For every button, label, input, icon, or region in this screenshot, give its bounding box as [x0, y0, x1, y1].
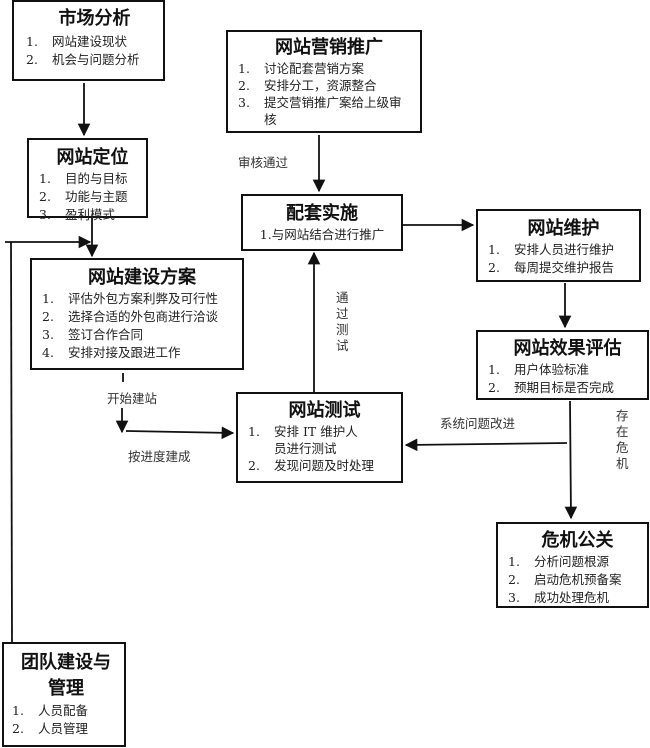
list-item: 3.提交营销推广案给上级审核: [238, 95, 402, 127]
box-list: 1.目的与目标 2.功能与主题 3.盈利模式: [39, 170, 146, 224]
list-item: 3.盈利模式: [39, 207, 116, 222]
box-title: 网站建设方案: [88, 267, 196, 288]
list-item: 1.人员配备: [12, 703, 89, 718]
list-item: 1.讨论配套营销方案: [238, 61, 365, 76]
box-list: 1.讨论配套营销方案 2.安排分工，资源整合 3.提交营销推广案给上级审核: [238, 60, 420, 128]
box-list: 1.用户体验标准 2.预期目标是否完成: [488, 361, 647, 397]
list-item: 2.机会与问题分析: [26, 52, 140, 67]
box-list: 1.网站建设现状 2.机会与问题分析: [26, 33, 163, 69]
box-marketing-promotion: 网站营销推广 1.讨论配套营销方案 2.安排分工，资源整合 3.提交营销推广案给…: [226, 30, 422, 133]
list-item: 2.预期目标是否完成: [488, 380, 615, 395]
label-start-build: 开始建站: [107, 391, 158, 406]
list-item: 2.安排分工，资源整合: [238, 78, 377, 93]
box-website-testing: 网站测试 1.安排 IT 维护人员进行测试 2.发现问题及时处理: [236, 392, 403, 483]
box-list: 1.评估外包方案利弊及可行性 2.选择合适的外包商进行洽谈 3.签订合作合同 4…: [42, 290, 242, 362]
box-list: 1.安排 IT 维护人员进行测试 2.发现问题及时处理: [248, 423, 401, 474]
list-item: 4.安排对接及跟进工作: [42, 345, 181, 360]
arrow-fix-to-testing: [404, 438, 568, 452]
box-item: 1.与网站结合进行推广: [259, 227, 385, 242]
box-implementation: 配套实施 1.与网站结合进行推广: [241, 194, 403, 251]
label-approved: 审核通过: [238, 155, 289, 170]
list-item: 2.发现问题及时处理: [248, 458, 375, 473]
box-title: 网站营销推广: [275, 37, 383, 58]
arrow-evaluate-to-crisis: [564, 400, 578, 520]
list-item: 1.安排 IT 维护人员进行测试: [248, 424, 358, 456]
list-item: 2.功能与主题: [39, 189, 128, 204]
list-item: 2.启动危机预备案: [508, 572, 622, 587]
box-title: 网站效果评估: [513, 338, 622, 359]
list-item: 2.选择合适的外包商进行洽谈: [42, 309, 219, 324]
list-item: 1.网站建设现状: [26, 34, 128, 49]
box-crisis-pr: 危机公关 1.分析问题根源 2.启动危机预备案 3.成功处理危机: [496, 522, 649, 608]
list-item: 1.分析问题根源: [508, 554, 610, 569]
box-title: 网站维护: [527, 218, 600, 239]
box-construction-plan: 网站建设方案 1.评估外包方案利弊及可行性 2.选择合适的外包商进行洽谈 3.签…: [30, 258, 244, 370]
box-list: 1.安排人员进行维护 2.每周提交维护报告: [488, 241, 639, 277]
label-crisis-exists: 存在危机: [616, 408, 629, 471]
arrow-team-to-plan: [10, 241, 13, 643]
list-item: 1.目的与目标: [39, 171, 128, 186]
box-website-positioning: 网站定位 1.目的与目标 2.功能与主题 3.盈利模式: [27, 138, 148, 222]
box-title: 危机公关: [541, 530, 614, 551]
box-title: 团队建设与管理: [21, 652, 111, 699]
box-website-maintenance: 网站维护 1.安排人员进行维护 2.每周提交维护报告: [476, 209, 641, 282]
box-team-building: 团队建设与管理 1.人员配备 2.人员管理: [2, 642, 126, 747]
box-title: 网站测试: [288, 400, 361, 421]
list-item: 1.评估外包方案利弊及可行性: [42, 291, 219, 306]
list-item: 3.成功处理危机: [508, 590, 610, 605]
list-item: 2.人员管理: [12, 721, 89, 736]
label-pass-test: 通过测试: [336, 290, 349, 353]
box-market-analysis: 市场分析 1.网站建设现状 2.机会与问题分析: [12, 0, 165, 81]
box-title: 网站定位: [56, 147, 129, 168]
box-effect-evaluation: 网站效果评估 1.用户体验标准 2.预期目标是否完成: [476, 330, 649, 400]
list-item: 3.签订合作合同: [42, 327, 144, 342]
list-item: 2.每周提交维护报告: [488, 260, 615, 275]
label-system-fix: 系统问题改进: [440, 416, 516, 431]
box-list: 1.分析问题根源 2.启动危机预备案 3.成功处理危机: [508, 553, 647, 607]
arrow-build-to-testing: [125, 426, 235, 440]
box-list: 1.人员配备 2.人员管理: [12, 702, 124, 738]
box-title: 市场分析: [58, 8, 131, 29]
box-title: 配套实施: [286, 203, 358, 224]
label-on-schedule: 按进度建成: [128, 449, 191, 464]
list-item: 1.安排人员进行维护: [488, 242, 615, 257]
list-item: 1.用户体验标准: [488, 362, 590, 377]
